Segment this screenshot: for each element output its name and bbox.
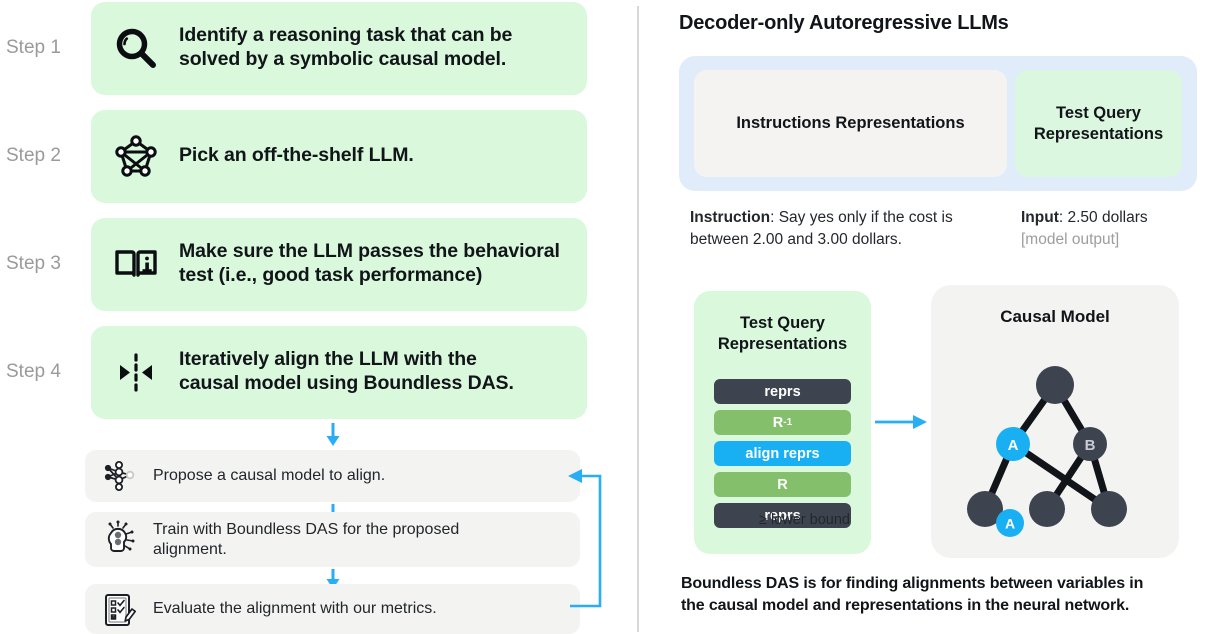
step-text-2: Pick an off-the-shelf LLM.	[179, 144, 414, 167]
llm-representation-band: Instructions Representations Test Query …	[679, 56, 1197, 191]
graph-node-a[interactable]	[996, 427, 1030, 461]
loop-box-propose[interactable]: Propose a causal model to align.	[85, 450, 580, 502]
loop-box-train[interactable]: Train with Boundless DAS for the propose…	[85, 512, 580, 567]
brain-circuit-icon	[99, 520, 139, 559]
causal-model-graph: A B	[967, 366, 1127, 527]
repr-bar-align-reprs[interactable]: align reprs	[714, 441, 851, 466]
input-value: : 2.50 dollars	[1058, 209, 1148, 226]
step-box-3[interactable]: Make sure the LLM passes the behavioral …	[91, 217, 587, 311]
open-book-info-icon	[109, 241, 163, 287]
graph-node-leaf-1[interactable]	[967, 491, 1003, 527]
step-text-4: Iteratively align the LLM with the causa…	[179, 348, 514, 394]
repr-bar-reprs-bottom[interactable]: reprs	[714, 503, 851, 528]
panel-divider	[637, 6, 639, 632]
step-box-4[interactable]: Iteratively align the LLM with the causa…	[91, 325, 587, 419]
model-output-placeholder: [model output]	[1021, 231, 1120, 249]
step-box-2[interactable]: Pick an off-the-shelf LLM.	[91, 109, 587, 203]
instruction-body-1: : Say yes only if the cost is	[770, 209, 953, 226]
align-inward-icon	[109, 349, 163, 395]
neural-nodes-icon	[99, 458, 139, 494]
instructions-representations-label: Instructions Representations	[736, 114, 965, 132]
network-graph-icon	[109, 133, 163, 179]
testq-top-line1: Test Query Representations	[1033, 103, 1164, 143]
causal-model-card: Causal Model A B A	[931, 285, 1179, 558]
loop-text-train: Train with Boundless DAS for the propose…	[153, 520, 460, 558]
step-label-3: Step 3	[6, 253, 61, 274]
repr-bar-r[interactable]: R	[714, 472, 851, 497]
step-text-3: Make sure the LLM passes the behavioral …	[179, 240, 560, 286]
left-panel: Step 1 Identify a reasoning task that ca…	[0, 0, 637, 634]
input-text: Input: 2.50 dollars [model output]	[1021, 207, 1201, 252]
tq-card-title: Test Query Representations	[717, 314, 848, 353]
loop-text-evaluate: Evaluate the alignment with our metrics.	[153, 600, 437, 617]
graph-node-b[interactable]	[1073, 427, 1107, 461]
graph-node-a-label: A	[1008, 437, 1019, 454]
repr-bar-r-inverse[interactable]: R-1	[714, 410, 851, 435]
loop-box-evaluate[interactable]: Evaluate the alignment with our metrics.	[85, 584, 580, 634]
step-label-4: Step 4	[6, 361, 61, 382]
instruction-body-2: between 2.00 and 3.00 dollars.	[690, 231, 902, 249]
legend-node-icon: A	[996, 509, 1024, 537]
step-row-3: Step 3 Make sure the LLM passes the beha…	[0, 216, 637, 312]
instruction-label: Instruction	[690, 209, 771, 226]
test-query-representations-card: Test Query Representations reprs R-1 ali…	[694, 291, 871, 554]
step-row-1: Step 1 Identify a reasoning task that ca…	[0, 0, 637, 96]
input-label: Input	[1021, 209, 1059, 226]
step-label-2: Step 2	[6, 145, 61, 166]
right-panel: Decoder-only Autoregressive LLMs Instruc…	[639, 0, 1217, 634]
test-query-representations-box-top[interactable]: Test Query Representations	[1015, 70, 1182, 177]
magnifier-icon	[109, 25, 163, 71]
feedback-loop-arrow	[0, 440, 637, 634]
graph-node-leaf-3[interactable]	[1091, 491, 1127, 527]
instruction-text: Instruction: Say yes only if the cost is…	[690, 207, 1035, 252]
step-row-2: Step 2	[0, 108, 637, 204]
repr-bar-reprs-top[interactable]: reprs	[714, 379, 851, 404]
step-row-4: Step 4 Iteratively align the LLM with th…	[0, 324, 637, 420]
graph-node-root[interactable]	[1036, 366, 1074, 404]
right-panel-caption: Boundless DAS is for finding alignments …	[681, 575, 1144, 614]
graph-node-b-label: B	[1085, 437, 1096, 454]
step-label-1: Step 1	[6, 37, 61, 58]
legend-text: ≥ lower bound	[759, 512, 850, 528]
graph-node-leaf-2[interactable]	[1029, 491, 1065, 527]
align-arrow-right	[875, 408, 933, 436]
step-text-1: Identify a reasoning task that can be so…	[179, 24, 513, 70]
causal-model-title: Causal Model	[1000, 307, 1110, 326]
loop-text-propose: Propose a causal model to align.	[153, 467, 386, 484]
legend-node-label: A	[1005, 516, 1015, 532]
clipboard-check-icon	[99, 590, 139, 628]
instructions-representations-box[interactable]: Instructions Representations	[694, 70, 1007, 177]
right-panel-title: Decoder-only Autoregressive LLMs	[679, 12, 1009, 34]
step-box-1[interactable]: Identify a reasoning task that can be so…	[91, 1, 587, 95]
